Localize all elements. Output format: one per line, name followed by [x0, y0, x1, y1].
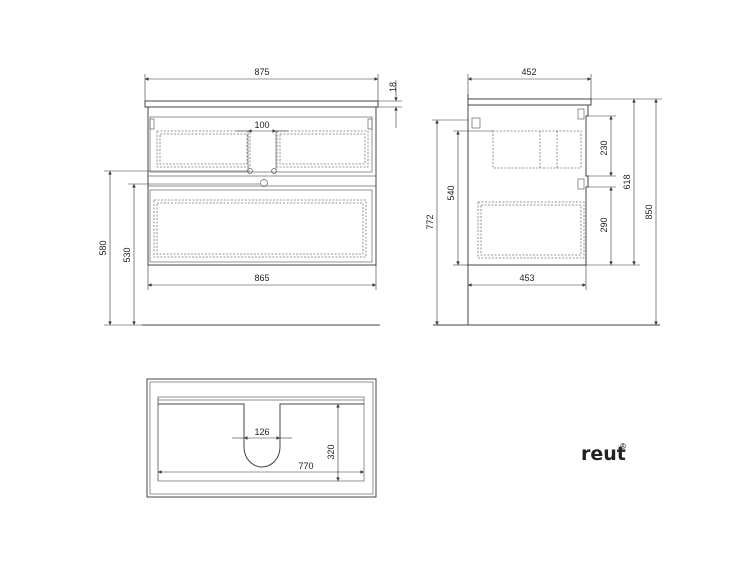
top-siphon-cutout [158, 403, 364, 468]
dim-772-label: 772 [425, 214, 435, 229]
top-view: 126 320 770 [146, 378, 377, 498]
dim-230-label: 230 [599, 140, 609, 155]
front-pipe-joint-right [271, 168, 277, 174]
dim-540-label: 540 [446, 185, 456, 200]
side-front-handle-top [577, 108, 585, 120]
front-bracket-right [367, 118, 373, 130]
top-inner-frame [149, 381, 374, 495]
brand-logo-text: reut [581, 443, 626, 465]
side-lower-drawer-inner [480, 204, 582, 256]
side-lower-drawer [477, 201, 585, 259]
dim-290-label: 290 [599, 217, 609, 232]
side-countertop [467, 98, 592, 106]
dim-865-label: 865 [254, 273, 269, 283]
dim-453-label: 453 [519, 273, 534, 283]
side-view: 452 453 772 540 230 290 618 850 [425, 67, 662, 326]
front-upper-drawer [149, 116, 373, 173]
top-outer-frame [146, 378, 377, 498]
dim-126-label: 126 [254, 427, 269, 437]
brand-logo: reut R [581, 443, 626, 465]
front-drain-hole [260, 179, 268, 187]
dim-580-label: 580 [98, 240, 108, 255]
dim-618-label: 618 [622, 174, 632, 189]
front-countertop [144, 100, 379, 108]
side-upper-drawer [492, 130, 582, 169]
front-upper-panel-right [276, 130, 369, 168]
dim-320-label: 320 [326, 444, 336, 459]
front-lower-drawer [149, 189, 373, 263]
side-bracket [471, 117, 481, 129]
dim-18-label: 18 [388, 82, 398, 92]
dim-100-label: 100 [254, 120, 269, 130]
front-upper-panel-left-inner [159, 133, 248, 165]
registered-mark-letter: R [621, 444, 625, 450]
dim-850-label: 850 [644, 204, 654, 219]
front-upper-panel-right-inner [279, 133, 366, 165]
top-drawer-box [157, 396, 365, 482]
dim-875-label: 875 [254, 67, 269, 77]
registered-mark-icon [620, 443, 626, 449]
front-lower-panel-inner [156, 202, 364, 255]
dim-530-label: 530 [122, 247, 132, 262]
front-view: 875 18 100 580 530 865 [98, 67, 402, 326]
side-front-handle-bottom [577, 178, 585, 190]
dim-770-label: 770 [298, 461, 313, 471]
front-lower-panel [153, 199, 367, 258]
front-bracket-left [149, 118, 155, 130]
side-cabinet-body [468, 104, 589, 266]
front-upper-panel-left [156, 130, 251, 168]
dim-452-label: 452 [521, 67, 536, 77]
